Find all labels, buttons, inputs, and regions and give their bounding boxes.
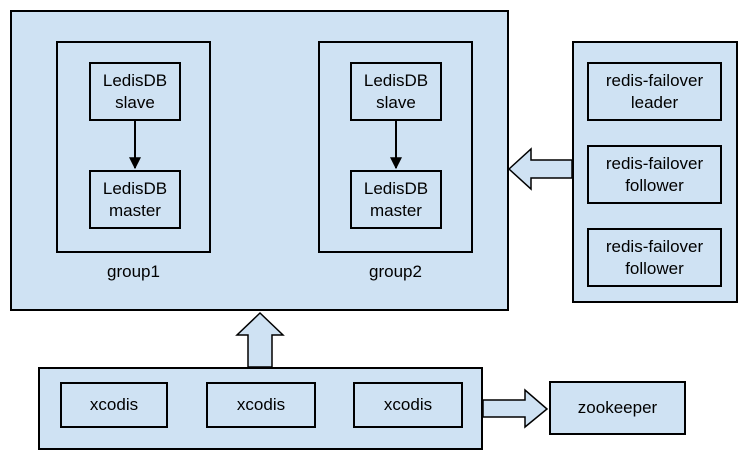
- group2-master-node: LedisDB master: [350, 170, 442, 229]
- group2-master-label: LedisDB master: [363, 178, 429, 220]
- group1-master-label: LedisDB master: [102, 178, 168, 220]
- failover-follower-node-2: redis-failover follower: [587, 228, 722, 287]
- group1-frame: [56, 41, 211, 253]
- group1-slave-node: LedisDB slave: [89, 62, 181, 121]
- group1-master-node: LedisDB master: [89, 170, 181, 229]
- proxy-label-2: xcodis: [236, 395, 286, 414]
- failover-follower-label-1: redis-failover follower: [605, 153, 704, 195]
- failover-follower-node-1: redis-failover follower: [587, 145, 722, 204]
- group2-slave-node: LedisDB slave: [350, 62, 442, 121]
- group1-label: group1: [107, 262, 160, 281]
- failover-follower-label-2: redis-failover follower: [605, 236, 704, 278]
- ledisdb-cluster-container: [10, 10, 509, 311]
- failover-leader-label: redis-failover leader: [605, 70, 704, 112]
- failover-leader-node: redis-failover leader: [587, 62, 722, 121]
- proxy-node-2: xcodis: [206, 382, 316, 428]
- zookeeper-node: zookeeper: [549, 381, 686, 435]
- proxy-node-3: xcodis: [353, 382, 463, 428]
- failover-to-cluster-arrow: [507, 147, 573, 191]
- proxies-to-zookeeper-arrow: [482, 388, 549, 429]
- proxy-node-1: xcodis: [60, 382, 168, 428]
- proxies-to-cluster-arrow: [235, 311, 285, 368]
- proxy-label-1: xcodis: [89, 395, 139, 414]
- group1-slave-label: LedisDB slave: [102, 70, 168, 112]
- proxy-label-3: xcodis: [383, 395, 433, 414]
- group2-label: group2: [369, 262, 422, 281]
- zookeeper-label: zookeeper: [577, 398, 658, 417]
- group2-frame: [318, 41, 473, 253]
- group2-slave-label: LedisDB slave: [363, 70, 429, 112]
